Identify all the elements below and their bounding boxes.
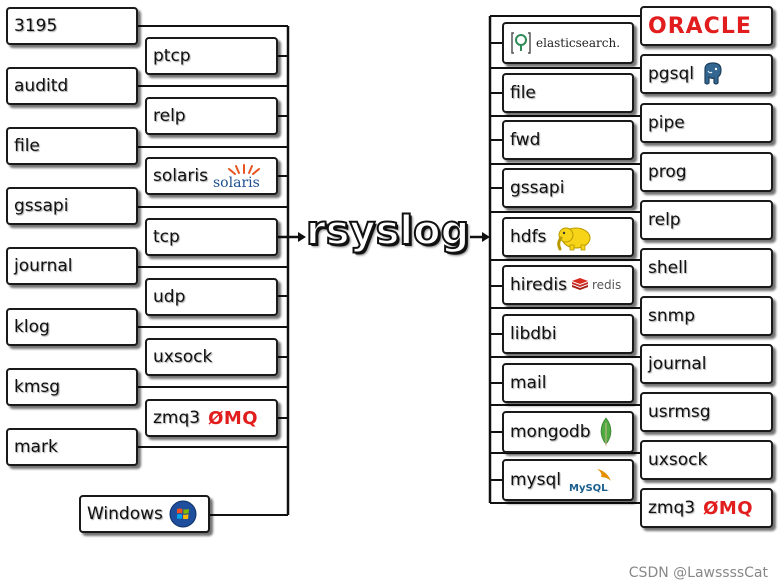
mongodb-leaf-icon [599,417,613,447]
output-relp-label: relp [648,210,681,230]
output-file: file [502,73,634,113]
output-fwd: fwd [502,120,634,160]
input-file: file [6,127,138,165]
input-relp: relp [145,97,278,135]
output-pgsql-label: pgsql [648,64,694,84]
output-journal-label: journal [648,354,707,374]
watermark: CSDN @LawssssCat [628,565,768,581]
input-kmsg: kmsg [6,368,138,406]
hadoop-elephant-icon [554,223,594,251]
output-mail: mail [502,363,634,403]
input-journal-label: journal [14,256,73,276]
oracle-logo: ORACLE [648,13,752,39]
input-udp: udp [145,278,278,316]
output-file-label: file [510,83,536,103]
output-hdfs-label: hdfs [510,227,547,247]
input-zmq3: zmq3 ØMQ [145,399,278,437]
output-hiredis: hiredis redis [502,265,634,305]
input-journal: journal [6,247,138,285]
input-3195-label: 3195 [14,16,58,36]
output-snmp: snmp [640,296,773,336]
output-pipe: pipe [640,103,773,143]
output-hiredis-label: hiredis [510,275,567,295]
input-klog-label: klog [14,317,50,337]
output-pgsql: pgsql [640,54,773,94]
input-mark-label: mark [14,437,58,457]
input-udp-label: udp [153,287,186,307]
output-pipe-label: pipe [648,113,685,133]
input-zmq3-label: zmq3 [153,408,201,428]
rsyslog-title: rsyslog [305,207,470,255]
output-usrmsg-label: usrmsg [648,402,711,422]
input-gssapi: gssapi [6,187,138,225]
output-zmq3: zmq3 ØMQ [640,488,773,528]
input-3195: 3195 [6,7,138,45]
elasticsearch-logo: elasticsearch. [536,36,621,50]
input-solaris-label: solaris [153,166,208,186]
output-elasticsearch: elasticsearch. [502,22,634,64]
input-solaris: solaris solaris [145,157,278,195]
input-uxsock: uxsock [145,338,278,376]
output-usrmsg: usrmsg [640,392,773,432]
mysql-dolphin-icon: MySQL . [567,465,619,495]
input-uxsock-label: uxsock [153,347,213,367]
output-mongodb-label: mongodb [510,422,591,442]
output-shell: shell [640,248,773,288]
output-journal: journal [640,344,773,384]
input-auditd-label: auditd [14,76,69,96]
output-prog: prog [640,152,773,192]
output-zmq3-label: zmq3 [648,498,696,518]
input-klog: klog [6,308,138,346]
elasticsearch-icon [510,30,532,56]
output-prog-label: prog [648,162,687,182]
input-kmsg-label: kmsg [14,377,61,397]
output-mysql-label: mysql [510,470,561,490]
output-uxsock-label: uxsock [648,450,708,470]
input-mark: mark [6,428,138,466]
svg-text:MySQL: MySQL [569,483,608,494]
output-gssapi-label: gssapi [510,178,565,198]
redis-logo: redis [591,278,622,292]
input-windows: Windows [79,495,210,533]
input-tcp: tcp [145,218,278,256]
zmq-logo: ØMQ [703,497,754,519]
input-ptcp-label: ptcp [153,46,191,66]
input-file-label: file [14,136,40,156]
output-libdbi-label: libdbi [510,324,557,344]
output-gssapi: gssapi [502,168,634,208]
output-mysql: mysql MySQL . [502,459,634,501]
input-gssapi-label: gssapi [14,196,69,216]
windows-logo-icon [169,500,197,528]
redis-icon [571,276,589,294]
zmq-logo: ØMQ [208,407,259,429]
output-shell-label: shell [648,258,688,278]
output-mongodb: mongodb [502,411,634,453]
postgresql-elephant-icon [700,61,726,87]
output-mail-label: mail [510,373,547,393]
input-relp-label: relp [153,106,186,126]
svg-text:solaris: solaris [213,175,260,191]
output-snmp-label: snmp [648,306,695,326]
output-oracle: ORACLE [640,6,773,46]
output-hdfs: hdfs [502,217,634,257]
input-auditd: auditd [6,67,138,105]
output-uxsock: uxsock [640,440,773,480]
input-windows-label: Windows [87,504,163,524]
input-tcp-label: tcp [153,227,180,247]
output-fwd-label: fwd [510,130,541,150]
output-relp: relp [640,200,773,240]
output-libdbi: libdbi [502,314,634,354]
solaris-logo-icon: solaris [211,161,275,191]
input-ptcp: ptcp [145,37,278,75]
svg-text:.: . [607,486,609,493]
